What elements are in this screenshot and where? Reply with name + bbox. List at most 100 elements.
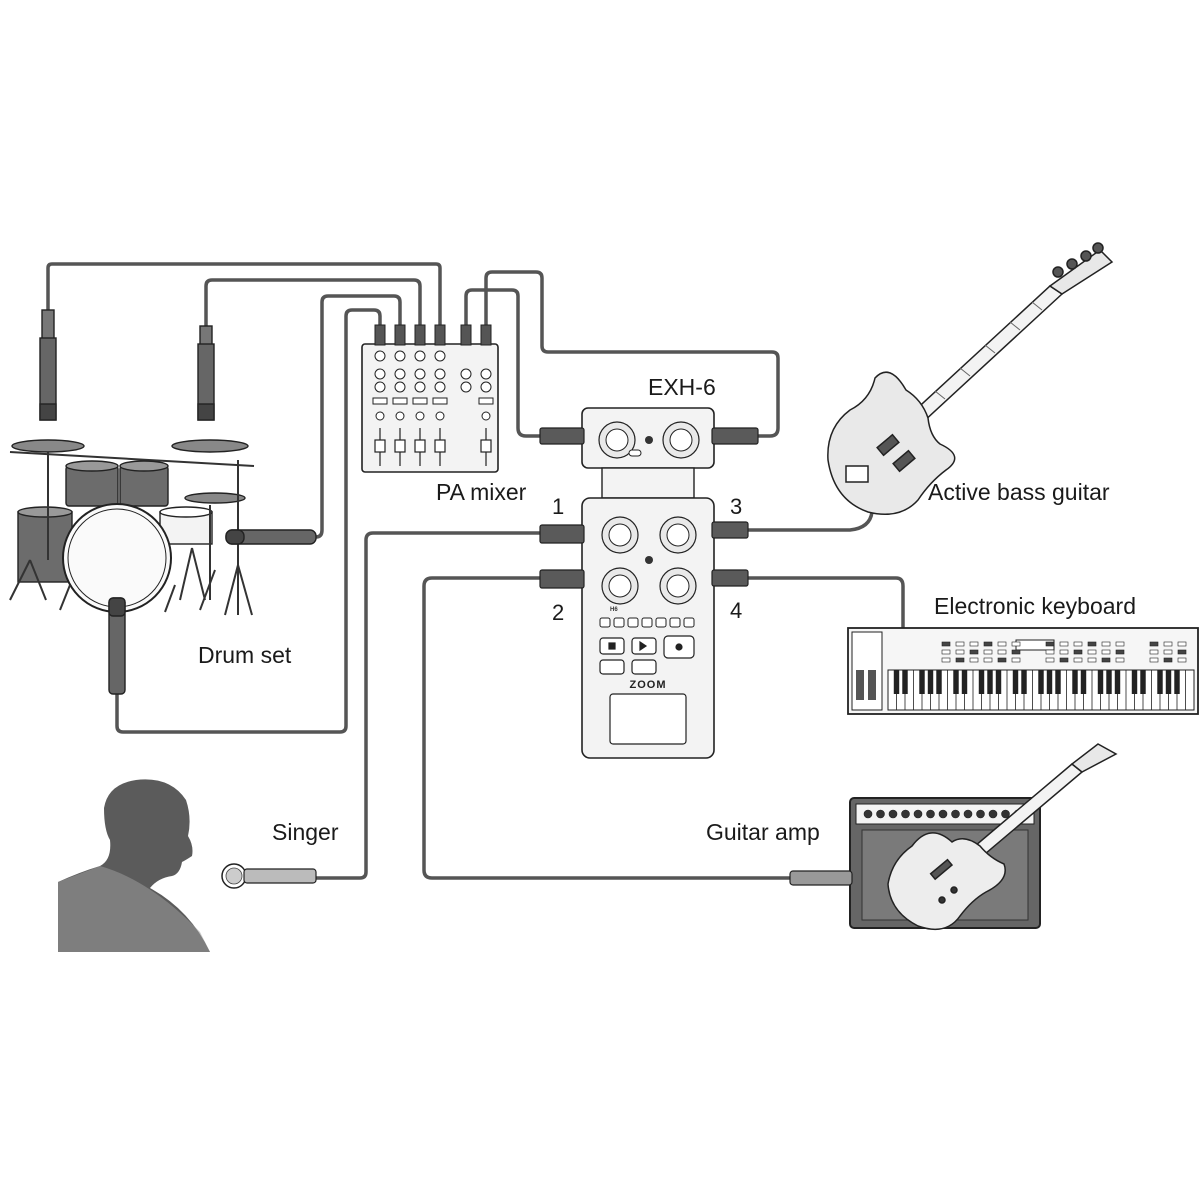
amp-input-plug [789,870,853,886]
keyboard-control-button [1163,657,1173,663]
mixer-button [478,397,494,405]
cable-tom-mic [315,294,402,539]
keyboard-control-button [1011,641,1021,647]
recorder-model: H6 [610,607,618,613]
exh6-capsule [539,407,759,499]
amp-knob [938,809,948,819]
mixer-knob [374,381,386,393]
cable-mixer-out-left [464,288,540,438]
black-key [1046,670,1053,694]
mixer-connector [480,324,492,346]
black-key [1055,670,1061,694]
mixer-knob [481,411,491,421]
mixer-knob [394,368,406,380]
black-key [927,670,934,694]
electronic-keyboard [847,627,1199,715]
mixer-knob [375,411,385,421]
keyboard-control-button [1177,641,1187,647]
keyboard-control-button [1101,649,1111,655]
keyboard-control-button [955,649,965,655]
black-key [1140,670,1146,694]
mixer-knob [434,381,446,393]
keyboard-control-button [983,649,993,655]
amp-knob [963,809,973,819]
mixer-knob [434,368,446,380]
cable-mixer-out-right [484,270,780,438]
mixer-connector [434,324,446,346]
black-key [961,670,968,694]
overhead-mic-right [197,325,215,421]
singer-mic [221,863,317,889]
recorder-screen [609,693,687,745]
amp-knob [876,809,885,819]
mixer-knob [394,381,406,393]
keyboard-control-button [1011,657,1021,663]
black-key [1038,670,1044,694]
keyboard-control-button [955,641,965,647]
keyboard-control-button [1177,657,1187,663]
keyboard-control-button [1045,649,1055,655]
h6-recorder: H6 ZOOM [539,497,749,759]
track-buttons [599,617,695,628]
black-key [1114,670,1121,694]
drum-set-label: Drum set [198,642,292,668]
black-key [1080,670,1087,694]
pa-mixer [361,324,499,473]
electric-guitar [887,743,1118,931]
keyboard-control-button [955,657,965,663]
mixer-knob [415,411,425,421]
keyboard-control-button [969,657,979,663]
black-key [1012,670,1019,694]
mixer-knob [480,381,492,393]
keyboard-control-button [1163,649,1173,655]
mixer-connectors [374,324,492,346]
mixer-input-knob [374,350,386,362]
black-key [919,670,925,694]
mixer-knob [460,381,472,393]
keyboard-control-button [997,641,1007,647]
keyboard-control-button [1059,641,1069,647]
amp-knob [988,809,998,819]
keyboard-control-button [1087,649,1097,655]
cable-singer [316,531,540,880]
keyboard-control-button [1115,657,1125,663]
keyboard-control-button [1045,641,1055,647]
mixer-fader [394,439,406,453]
mixer-button [372,397,388,405]
keyboard-control-button [1101,657,1111,663]
black-key [1174,670,1180,694]
mixer-knob [395,411,405,421]
mixer-connector [414,324,426,346]
overhead-mic-left [39,309,57,421]
keyboard-control-button [1115,641,1125,647]
amp-knob [863,809,873,819]
amp-knob [913,809,923,819]
mixer-knob [414,381,426,393]
black-key [995,670,1002,694]
amp-knob [976,809,985,819]
keyboard-control-button [983,657,993,663]
keyboard-control-button [1177,649,1187,655]
keyboard-control-button [983,641,993,647]
guitar-amp-label: Guitar amp [706,819,820,845]
keyboard-control-button [941,641,951,647]
keyboard-control-button [1087,657,1097,663]
black-key [1072,670,1078,694]
gain-knobs [601,516,697,605]
mixer-fader [434,439,446,453]
cable-overhead-right [204,278,422,330]
cable-bass [748,511,874,532]
keyboard-control-button [1149,641,1159,647]
active-bass-guitar [827,242,1114,515]
black-key [953,670,959,694]
amp-knob [901,809,910,819]
mixer-knob [460,368,472,380]
mixer-button [392,397,408,405]
keyboard-control-button [1149,649,1159,655]
keyboard-control-button [969,649,979,655]
input-jack-3 [711,521,749,539]
input-3-number: 3 [730,494,742,519]
keyboard-control-button [1163,641,1173,647]
cable-overhead-left [46,262,442,325]
